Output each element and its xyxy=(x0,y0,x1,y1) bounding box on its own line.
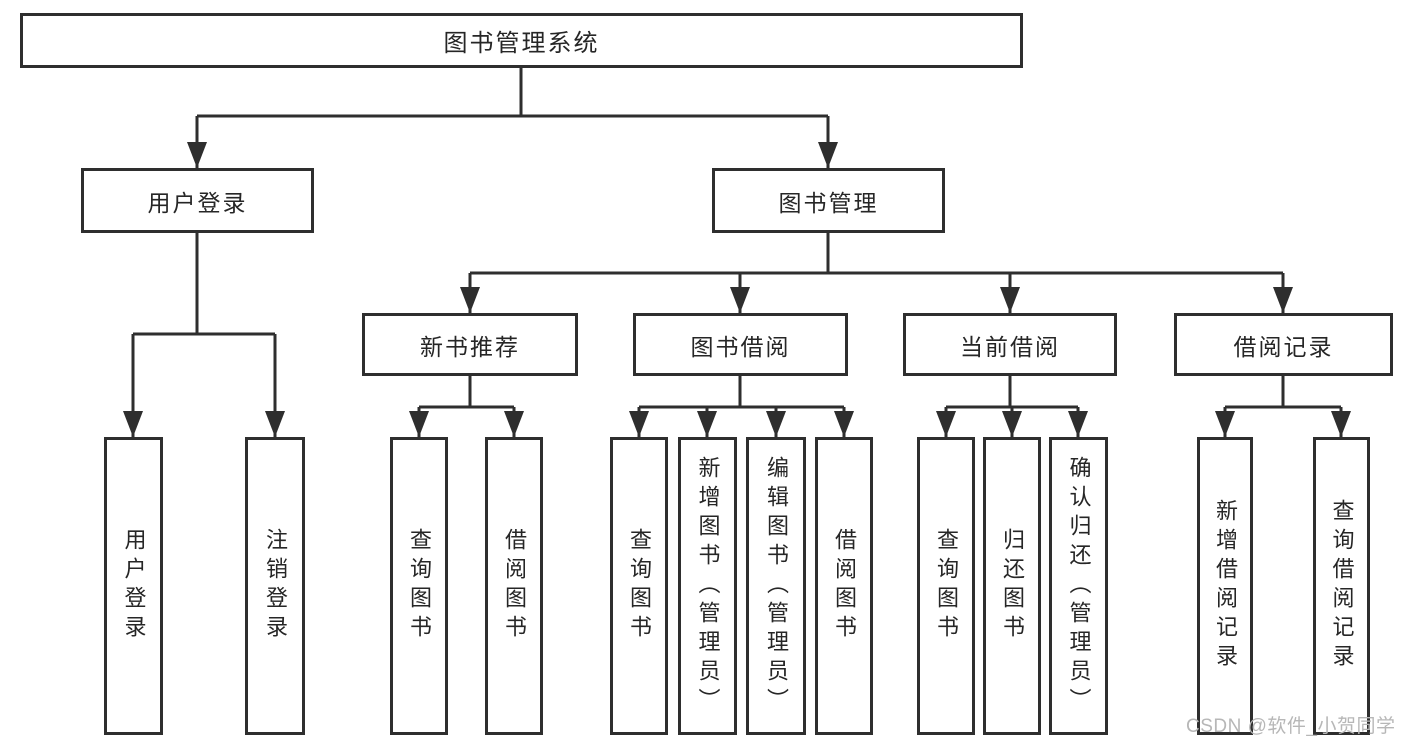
leaf-label: 查询图书 xyxy=(627,528,652,644)
node-label: 图书管理 xyxy=(778,189,879,216)
leaf-label: 确认归还（管理员） xyxy=(1066,455,1092,717)
leaf-label: 注销登录 xyxy=(263,528,288,644)
node-label: 当前借阅 xyxy=(960,333,1060,360)
leaf-label: 借阅图书 xyxy=(502,528,527,644)
leaf-confirm-return-admin: 确认归还（管理员） xyxy=(1049,437,1108,735)
leaf-label: 查询图书 xyxy=(407,528,432,644)
node-book-borrowing: 图书借阅 xyxy=(633,313,848,376)
node-label: 图书管理系统 xyxy=(443,30,600,57)
leaf-borrow-books-borrowing: 借阅图书 xyxy=(815,437,873,735)
node-label: 用户登录 xyxy=(147,189,248,216)
leaf-label: 借阅图书 xyxy=(832,528,857,644)
leaf-label: 归还图书 xyxy=(1000,528,1025,644)
leaf-return-books: 归还图书 xyxy=(983,437,1041,735)
leaf-add-books-admin: 新增图书（管理员） xyxy=(678,437,737,735)
leaf-edit-books-admin: 编辑图书（管理员） xyxy=(746,437,806,735)
leaf-add-borrow-record: 新增借阅记录 xyxy=(1197,437,1253,735)
leaf-label: 新增借阅记录 xyxy=(1213,499,1238,673)
node-user-login: 用户登录 xyxy=(81,168,314,233)
node-label: 新书推荐 xyxy=(420,333,520,360)
leaf-query-books-borrowing: 查询图书 xyxy=(610,437,668,735)
leaf-query-books-recommend: 查询图书 xyxy=(390,437,448,735)
leaf-label: 查询借阅记录 xyxy=(1329,499,1355,673)
leaf-user-login: 用户登录 xyxy=(104,437,163,735)
node-library-management-system: 图书管理系统 xyxy=(20,13,1023,68)
leaf-label: 用户登录 xyxy=(121,528,147,644)
node-label: 图书借阅 xyxy=(690,333,791,360)
node-borrowing-records: 借阅记录 xyxy=(1174,313,1393,376)
leaf-label: 编辑图书（管理员） xyxy=(764,455,789,717)
leaf-borrow-books-recommend: 借阅图书 xyxy=(485,437,543,735)
watermark-text: CSDN @软件_小贺同学 xyxy=(1186,716,1396,737)
node-current-borrowing: 当前借阅 xyxy=(903,313,1117,376)
node-new-book-recommendation: 新书推荐 xyxy=(362,313,578,376)
leaf-logout-login: 注销登录 xyxy=(245,437,305,735)
leaf-query-borrow-record: 查询借阅记录 xyxy=(1313,437,1370,735)
node-book-management: 图书管理 xyxy=(712,168,945,233)
leaf-query-books-current: 查询图书 xyxy=(917,437,975,735)
leaf-label: 查询图书 xyxy=(934,528,959,644)
leaf-label: 新增图书（管理员） xyxy=(695,455,721,717)
node-label: 借阅记录 xyxy=(1233,333,1334,360)
